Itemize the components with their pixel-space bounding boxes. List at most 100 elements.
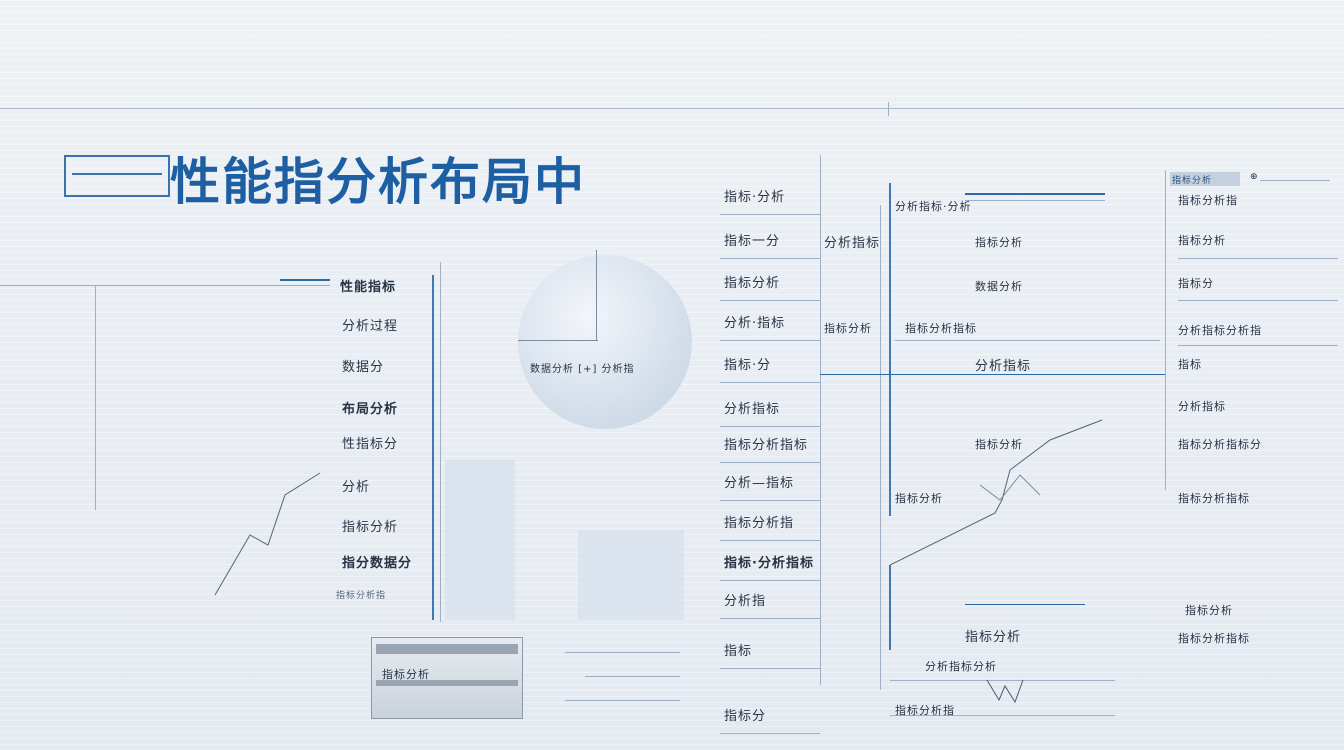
middle-list-item: 分析—指标 bbox=[724, 476, 795, 491]
scanline bbox=[0, 36, 1344, 37]
middle-side-label-1: 分析指标 bbox=[824, 236, 881, 251]
scanline bbox=[0, 174, 1344, 175]
middle-list-rule bbox=[720, 540, 820, 541]
scanline bbox=[0, 498, 1344, 499]
far-right-rule-2 bbox=[1178, 258, 1338, 259]
left-label-8: 指分数据分 bbox=[342, 556, 413, 571]
middle-list-item: 分析指标 bbox=[724, 402, 781, 417]
middle-list-item: 分析·指标 bbox=[724, 316, 786, 331]
scanline bbox=[0, 78, 1344, 79]
right-panel-rule-4 bbox=[890, 715, 1115, 716]
ghost-block-1 bbox=[445, 460, 515, 620]
right-panel-blue-bar-2 bbox=[889, 565, 891, 650]
middle-list-rule bbox=[720, 300, 820, 301]
scanline bbox=[0, 276, 1344, 277]
ghost-block-2 bbox=[578, 530, 684, 620]
right-label-5: 分析指标 bbox=[975, 359, 1032, 374]
far-right-item: 指标分析指标 bbox=[1178, 492, 1250, 505]
scanline bbox=[0, 744, 1344, 745]
scanline bbox=[0, 96, 1344, 97]
scanline bbox=[0, 12, 1344, 13]
right-label-3: 数据分析 bbox=[975, 280, 1023, 293]
scanline bbox=[0, 444, 1344, 445]
scanline bbox=[0, 492, 1344, 493]
far-right-mark: ⊕ bbox=[1250, 172, 1259, 182]
bottom-line-3 bbox=[565, 700, 680, 701]
middle-list-item: 指标·分析指标 bbox=[724, 556, 814, 571]
scanline bbox=[0, 120, 1344, 121]
scanline bbox=[0, 624, 1344, 625]
scanline bbox=[0, 510, 1344, 511]
scanline bbox=[0, 426, 1344, 427]
right-panel-rule-1 bbox=[965, 200, 1105, 201]
scanline bbox=[0, 468, 1344, 469]
right-panel-accent-1 bbox=[965, 193, 1105, 195]
page-title: 性能指分析布局中 bbox=[170, 153, 586, 211]
scanline bbox=[0, 486, 1344, 487]
middle-list-item: 指标·分 bbox=[724, 358, 772, 373]
scanline bbox=[0, 462, 1344, 463]
scanline bbox=[0, 408, 1344, 409]
scanline bbox=[0, 726, 1344, 727]
middle-list-item: 指标分析指标 bbox=[724, 438, 809, 453]
middle-list-item: 分析指 bbox=[724, 594, 767, 609]
scanline bbox=[0, 414, 1344, 415]
left-footnote: 指标分析指 bbox=[336, 591, 387, 601]
scanline bbox=[0, 264, 1344, 265]
far-right-rule-4 bbox=[1178, 345, 1338, 346]
scanline bbox=[0, 156, 1344, 157]
scanline bbox=[0, 456, 1344, 457]
preview-card[interactable]: 指标分析 bbox=[371, 637, 523, 719]
scanline bbox=[0, 150, 1344, 151]
scanline bbox=[0, 438, 1344, 439]
middle-list-edge bbox=[820, 155, 821, 685]
scanline bbox=[0, 474, 1344, 475]
scanline bbox=[0, 42, 1344, 43]
scanline bbox=[0, 522, 1344, 523]
scanline bbox=[0, 138, 1344, 139]
scanline bbox=[0, 168, 1344, 169]
scanline bbox=[0, 432, 1344, 433]
scanline bbox=[0, 228, 1344, 229]
right-label-9: 指标分析指 bbox=[895, 704, 955, 717]
scanline bbox=[0, 270, 1344, 271]
left-label-7: 指标分析 bbox=[342, 520, 399, 535]
scanline bbox=[0, 204, 1344, 205]
scanline bbox=[0, 222, 1344, 223]
scanline bbox=[0, 0, 1344, 1]
scanline bbox=[0, 690, 1344, 691]
scanline bbox=[0, 30, 1344, 31]
scanline bbox=[0, 516, 1344, 517]
middle-list-rule bbox=[720, 258, 820, 259]
middle-list-item: 指标分析指 bbox=[724, 516, 795, 531]
scanline bbox=[0, 144, 1344, 145]
circle-vertical bbox=[596, 250, 597, 340]
right-panel-blue-bar bbox=[889, 183, 891, 516]
scanline bbox=[0, 708, 1344, 709]
left-label-4: 布局分析 bbox=[342, 402, 399, 417]
pie-circle bbox=[518, 255, 692, 429]
left-panel-blue-bar bbox=[432, 275, 434, 620]
far-right-rule-1 bbox=[1260, 180, 1330, 181]
scanline bbox=[0, 702, 1344, 703]
right-panel-accent-3 bbox=[965, 604, 1085, 605]
scanline bbox=[0, 660, 1344, 661]
middle-list-edge-2 bbox=[880, 205, 881, 690]
far-right-item: 指标分析指标 bbox=[1178, 632, 1250, 645]
middle-list-rule bbox=[720, 340, 820, 341]
right-label-10: 指标分析 bbox=[965, 630, 1022, 645]
scanline bbox=[0, 114, 1344, 115]
right-panel-edge bbox=[1165, 170, 1166, 490]
far-right-rule-3 bbox=[1178, 300, 1338, 301]
scanline bbox=[0, 48, 1344, 49]
scanline bbox=[0, 186, 1344, 187]
far-right-item: 指标分 bbox=[1178, 277, 1214, 290]
far-right-item: 分析指标 bbox=[1178, 400, 1226, 413]
top-rule bbox=[0, 108, 1344, 109]
scanline bbox=[0, 666, 1344, 667]
scanline bbox=[0, 696, 1344, 697]
middle-list-rule bbox=[720, 426, 820, 427]
scanline bbox=[0, 54, 1344, 55]
right-label-7: 指标分析 bbox=[895, 492, 943, 505]
scanline bbox=[0, 192, 1344, 193]
